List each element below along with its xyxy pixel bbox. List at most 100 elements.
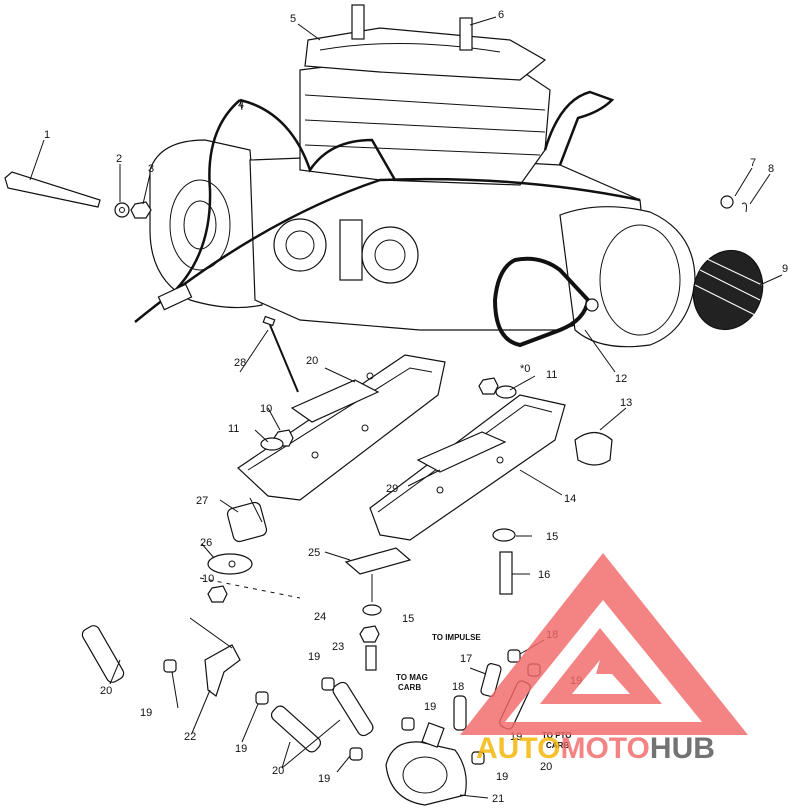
callout-29: 29 — [386, 483, 398, 495]
bracket-washer — [362, 604, 382, 616]
callout-22: 22 — [184, 731, 196, 743]
through-bolt — [4, 171, 101, 208]
pulse-line — [164, 99, 241, 301]
callout-20-left: 20 — [100, 685, 112, 697]
callout-10-upper: *0 — [520, 363, 530, 375]
cylinder-head — [304, 27, 547, 81]
pump-bolt — [365, 645, 377, 671]
clamp-g — [507, 649, 521, 663]
large-washer — [207, 553, 253, 575]
lower-nut — [207, 585, 228, 603]
tee-fitting — [204, 644, 241, 697]
lower-hardware — [81, 497, 541, 806]
callout-2: 2 — [116, 153, 122, 165]
rubber-damper — [574, 431, 613, 466]
fuel-hose-center — [270, 705, 322, 753]
callout-19-c: 19 — [308, 651, 320, 663]
recoil-cover — [149, 139, 263, 309]
carb-adapter-boot — [492, 256, 591, 348]
callout-20-top: 20 — [306, 355, 318, 367]
callout-24: 24 — [314, 611, 326, 623]
clamp-b — [255, 691, 269, 705]
callout-6: 6 — [498, 9, 504, 21]
callout-5: 5 — [290, 13, 296, 25]
bracket-nut — [359, 625, 380, 643]
isolator-plate-rear — [416, 431, 507, 473]
pulse-hose — [480, 663, 502, 697]
fuel-line — [134, 177, 641, 323]
e-clip — [741, 202, 747, 213]
callout-26: 26 — [200, 537, 212, 549]
mount-washer-left — [260, 437, 284, 451]
callout-21: 21 — [492, 793, 504, 805]
pump-bracket — [344, 547, 412, 575]
callout-23: 23 — [332, 641, 344, 653]
callout-17: 17 — [460, 653, 472, 665]
automotohub-watermark: AUTOMOTOHUB — [460, 553, 748, 765]
isolator-plate-front — [290, 379, 380, 423]
callout-18-lower: 18 — [452, 681, 464, 693]
callout-13: 13 — [620, 397, 632, 409]
callout-19-a: 19 — [140, 707, 152, 719]
callout-3: 3 — [148, 163, 154, 175]
spark-plug-right — [459, 17, 473, 51]
callout-16: 16 — [538, 569, 550, 581]
callout-1: 1 — [44, 129, 50, 141]
fuel-pump — [385, 741, 467, 806]
lock-nut — [130, 201, 152, 219]
exhaust-outlet — [543, 90, 615, 166]
callout-4: 4 — [238, 99, 244, 111]
svg-text:AUTOMOTOHUB: AUTOMOTOHUB — [476, 732, 715, 765]
note-to-mag-2: CARB — [398, 683, 421, 692]
recoil-cover-hub — [169, 179, 231, 271]
clamp-c — [321, 677, 335, 691]
callout-19-e: 19 — [318, 773, 330, 785]
callout-19-f: 19 — [496, 771, 508, 783]
callout-10-left: 10 — [260, 403, 272, 415]
watermark-triangle-logo — [460, 553, 748, 735]
callout-8: 8 — [768, 163, 774, 175]
watermark-text-hub: HUB — [650, 732, 715, 765]
callout-20-right: 20 — [540, 761, 552, 773]
note-to-mag-1: TO MAG — [396, 673, 428, 682]
callout-11-left: 11 — [228, 423, 239, 435]
callout-10-lower: 10 — [202, 573, 214, 585]
callout-12: 12 — [615, 373, 627, 385]
mounting-hardware-top — [4, 171, 764, 348]
clamp-a — [163, 659, 177, 673]
flat-washer — [114, 202, 130, 218]
callout-28: 28 — [234, 357, 246, 369]
intake-screen — [692, 249, 764, 331]
front-mount-plate — [237, 354, 446, 501]
mount-nut-upper — [478, 377, 499, 395]
watermark-text-auto: AUTO — [476, 732, 560, 765]
engine-mount-plates — [237, 315, 613, 541]
leader-lines — [29, 16, 783, 799]
rear-mount-plate — [369, 394, 566, 541]
fuel-hose-left — [81, 625, 125, 683]
fuel-hose-center-2 — [332, 681, 374, 737]
hose-segment — [453, 695, 467, 731]
callout-19-d: 19 — [424, 701, 436, 713]
watermark-inner-mark — [540, 628, 662, 704]
callout-15-lower: 15 — [402, 613, 414, 625]
callout-7: 7 — [750, 157, 756, 169]
inline-fuel-filter — [157, 283, 193, 311]
callout-20-center: 20 — [272, 765, 284, 777]
spacer-sleeve — [499, 551, 513, 595]
callout-9: 9 — [782, 263, 788, 275]
clamp-f — [471, 751, 485, 765]
clamp-d — [401, 717, 415, 731]
engine-assembly — [134, 4, 696, 348]
spacer-washer — [492, 528, 516, 542]
callout-25: 25 — [308, 547, 320, 559]
callout-11-right: 11 — [546, 369, 557, 381]
clamp-e — [349, 747, 363, 761]
long-bolt — [269, 324, 299, 393]
watermark-text-moto: MOTO — [560, 732, 649, 765]
spark-plug-left — [351, 4, 365, 40]
carburetor-left — [273, 218, 327, 272]
note-to-impulse: TO IMPULSE — [432, 633, 481, 642]
